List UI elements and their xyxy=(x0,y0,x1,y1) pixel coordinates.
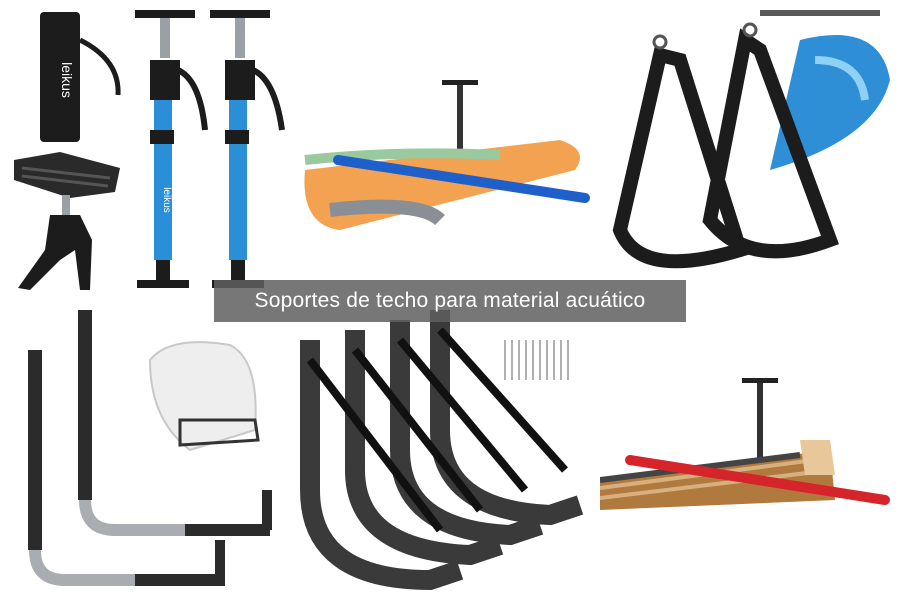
tube-brand-text: leikus xyxy=(161,187,172,213)
ceiling-rack-lumber-icon xyxy=(600,378,890,510)
product-kayak-sling-straps xyxy=(600,0,900,300)
bag-brand-text: leikus xyxy=(59,62,75,98)
product-ceiling-rack-surfboard xyxy=(300,60,600,240)
kayak-sling-straps-icon xyxy=(612,10,890,269)
product-telescopic-support-poles: leikus leikus xyxy=(0,0,300,300)
image-caption: Soportes de techo para material acuático xyxy=(214,280,686,322)
product-ceiling-rack-lumber xyxy=(600,360,900,540)
telescopic-support-pole-icon: leikus leikus xyxy=(14,10,285,290)
product-kayak-j-hooks xyxy=(300,300,600,600)
product-wall-kayak-arms xyxy=(0,300,300,600)
ceiling-rack-surfboard-icon xyxy=(304,80,590,230)
kayak-j-hooks-icon xyxy=(300,310,584,591)
wall-kayak-arms-icon xyxy=(28,310,272,586)
